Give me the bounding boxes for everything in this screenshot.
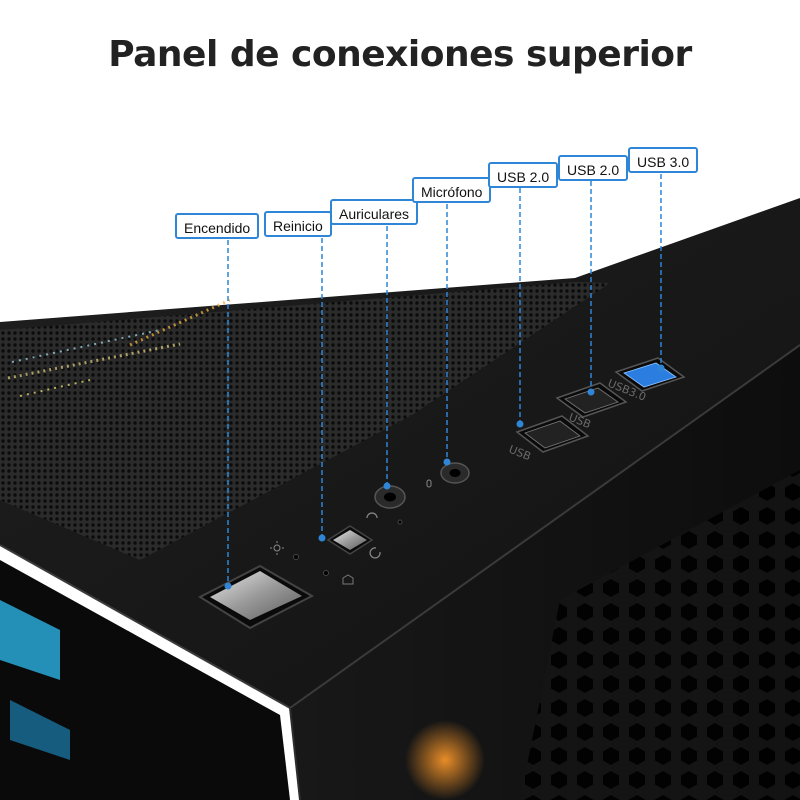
side-vent [520,470,800,800]
microphone-icon [426,479,432,488]
leader-dots [224,364,665,590]
microphone-jack [440,462,470,484]
disk-icon [342,574,354,585]
sun-icon [270,541,284,555]
headphone-icon [366,512,378,519]
top-mesh-grille [0,282,610,560]
callout-usb3: USB 3.0 [628,147,699,173]
rgb-strip [0,600,60,680]
callout-usb2-b: USB 2.0 [558,155,629,181]
usb2-port-a [515,415,590,453]
hdd-led [323,570,329,576]
callout-headphones: Auriculares [330,199,419,225]
callout-power: Encendido [175,213,260,239]
rgb-lights [7,298,231,397]
front-glass [0,560,290,800]
circular-arrow-icon [369,547,381,559]
power-button [197,564,315,630]
leader-lines [227,174,662,586]
callout-reset: Reinicio [264,211,332,237]
headphone-jack [374,485,406,509]
page-title: Panel de conexiones superior [108,34,692,75]
power-led [293,554,299,560]
callout-usb2-a: USB 2.0 [488,162,559,188]
callout-microphone: Micrófono [412,177,492,203]
reset-button [326,525,374,555]
usb2-port-b [555,382,628,418]
